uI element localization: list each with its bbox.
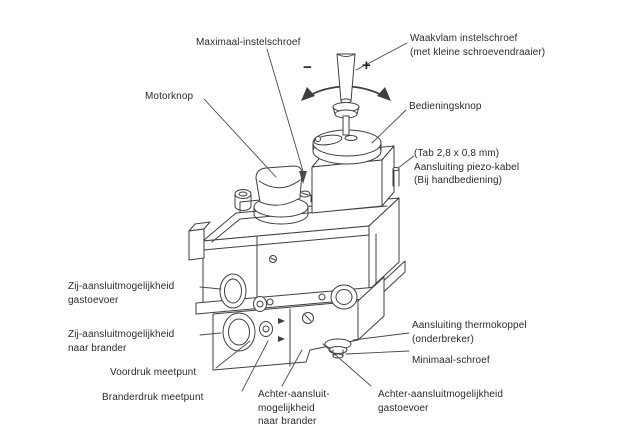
leader-thermokoppel (352, 332, 410, 341)
label-line: Maximaal-instelschroef (196, 37, 301, 48)
label-motorknop: Motorknop (145, 90, 193, 104)
label-line: gastoevoer (378, 402, 429, 414)
plus-symbol: + (362, 57, 371, 74)
label-waakvlam-instelschroef: Waakvlam instelschroef (met kleine schro… (410, 32, 545, 59)
leader-lines (199, 42, 415, 392)
label-minimaal-schroef: Minimaal-schroef (412, 354, 490, 368)
label-voordruk-meetpunt: Voordruk meetpunt (110, 366, 196, 380)
leader-waakvlam (355, 42, 408, 71)
label-line: Zij-aansluitmogelijkheid (68, 281, 175, 292)
leader-zij-gastoevoer (199, 286, 222, 290)
label-line: Branderdruk meetpunt (102, 392, 204, 403)
piezo-pin (392, 167, 400, 187)
label-aansluiting-thermokoppel: Aansluiting thermokoppel (onderbreker) (412, 319, 527, 346)
leader-piezo (397, 155, 415, 169)
leader-maximaal (266, 48, 304, 172)
label-line: Voordruk meetpunt (110, 367, 197, 378)
label-branderdruk-meetpunt: Branderdruk meetpunt (102, 391, 204, 405)
leader-achter-gastoevoer (322, 343, 372, 387)
label-achter-aansluitmogelijkheid-gastoevoer: Achter-aansluitmogelijkheid gastoevoer (378, 388, 503, 415)
leader-maximaal-arrowhead (299, 171, 307, 184)
motor-knob (234, 165, 311, 225)
minus-symbol: − (303, 59, 312, 76)
label-line: Waakvlam instelschroef (410, 33, 518, 44)
leader-motorknop (203, 98, 277, 178)
label-achter-aansluitmogelijkheid-naar-brander: Achter-aansluit- mogelijkheid naar brand… (258, 388, 330, 429)
label-line: (met kleine schroevendraaier) (410, 46, 546, 58)
label-zij-aansluitmogelijkheid-naar-brander: Zij-aansluitmogelijkheid naar brander (68, 328, 174, 355)
thermocouple-connector (324, 338, 352, 359)
label-line: Zij-aansluitmogelijkheid (68, 329, 175, 340)
leader-zij-brander (199, 332, 222, 336)
label-line: mogelijkheid (258, 402, 315, 414)
side-ports (219, 273, 273, 352)
label-line: naar brander (68, 342, 127, 354)
label-line: Motorknop (145, 91, 194, 102)
leader-branderdruk (241, 340, 269, 392)
label-line: (onderbreker) (412, 333, 474, 345)
label-line: (Tab 2,8 x 0,8 mm) (414, 148, 500, 159)
leader-voordruk (215, 340, 251, 369)
label-line: Aansluiting thermokoppel (412, 320, 527, 331)
leader-bedieningsknop (371, 109, 407, 144)
label-aansluiting-piezo-kabel: (Tab 2,8 x 0,8 mm) Aansluiting piezo-kab… (414, 147, 519, 188)
label-bedieningsknop: Bedieningsknop (409, 100, 482, 114)
leader-minimaal (345, 350, 410, 355)
label-line: (Bij handbediening) (414, 175, 503, 186)
label-line: gastoevoer (68, 294, 119, 306)
label-line: Achter-aansluit- (258, 389, 330, 400)
label-line: Achter-aansluitmogelijkheid (378, 389, 503, 400)
operating-knob (312, 129, 382, 165)
label-line: Bedieningsknop (409, 101, 482, 112)
label-line: Minimaal-schroef (412, 355, 490, 366)
label-maximaal-instelschroef: Maximaal-instelschroef (196, 36, 300, 50)
label-line: naar brander (258, 416, 317, 427)
leader-achter-brander (281, 349, 303, 387)
label-zij-aansluitmogelijkheid-gastoevoer: Zij-aansluitmogelijkheid gastoevoer (68, 280, 174, 307)
label-line: Aansluiting piezo-kabel (414, 161, 520, 173)
screwdriver-icon (332, 53, 360, 136)
